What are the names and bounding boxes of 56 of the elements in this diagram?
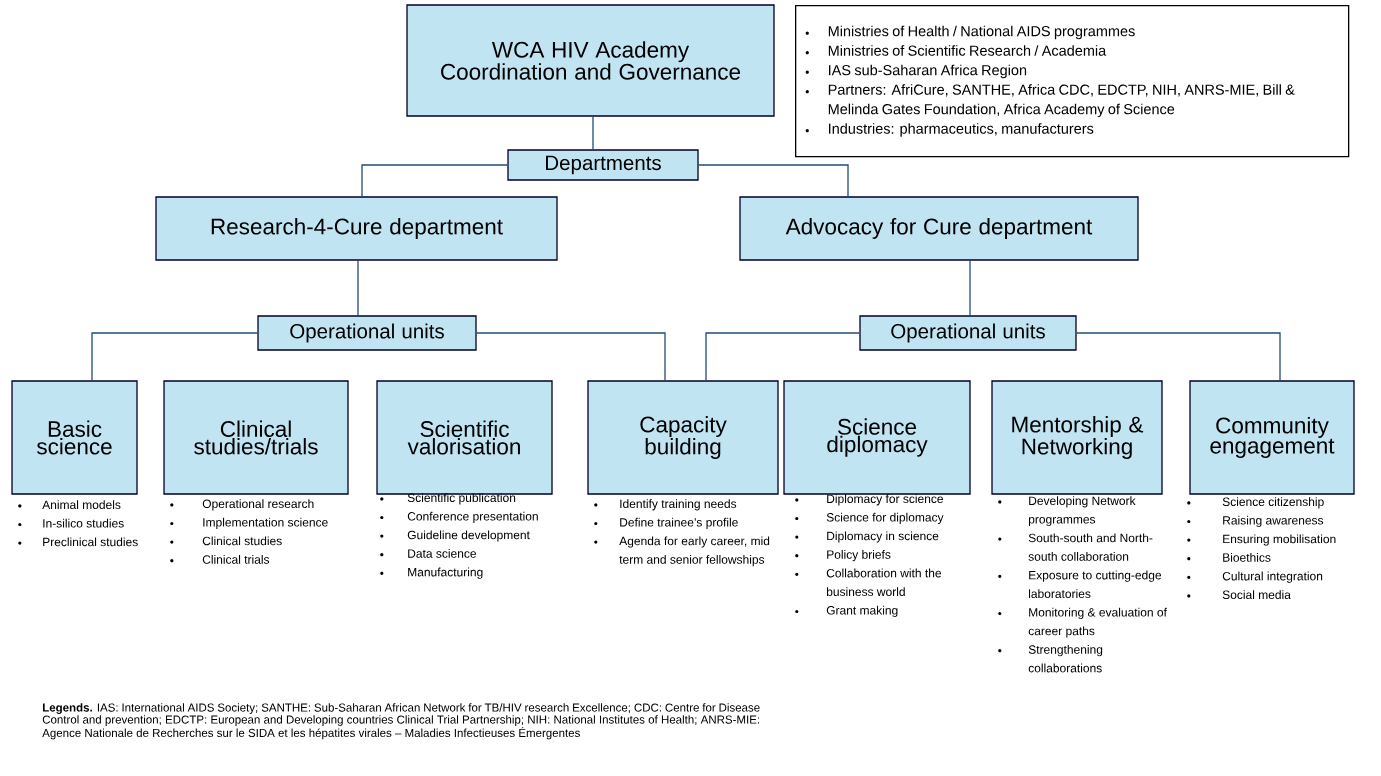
node-label: Grant making [826, 605, 898, 617]
stakeholder-box: Ministries of Health / National AIDS programmes Ministries of Scientific Research / Academia IAS sub-Saharan Africa Region Partners: AfriCure, SANTHE, Africa CDC, EDCTP, NIH, ANRS-MIE, Bill & Melinda Gates Foundation, Africa Academy of Science Industries: pharmaceutics, manufacturers [795, 5, 1350, 158]
org-box: WCA HIV Academy Coordination and Governance [406, 4, 775, 117]
node-label: Clinical trials [202, 555, 270, 564]
node-label: Science for diplomacy [826, 512, 944, 524]
node-label: Policy briefs [827, 550, 891, 562]
node-label: Developing Network programmes [1028, 496, 1136, 526]
node-label: Raising awareness [1223, 515, 1324, 527]
org-box: Advocacy for Cure department [739, 196, 1139, 261]
org-box: Capacity building [587, 380, 779, 495]
node-label: Scientific publication [407, 493, 516, 505]
connector-line [592, 116, 594, 150]
node-label: South-south and North-south collaboration [1028, 533, 1153, 561]
org-box: Science diplomacy [783, 380, 971, 495]
connector-line [91, 332, 258, 381]
org-box: Operational units [859, 315, 1077, 351]
bullet-list: Science citizenship Raising awareness Ensuring mobilisation Bioethics Cultural integration Social media [1187, 497, 1336, 599]
org-box: Departments [507, 149, 699, 181]
connector-line [357, 260, 359, 316]
node-label: Monitoring & evaluation of career paths [1028, 607, 1167, 638]
connector-line [476, 332, 666, 381]
bullet-list: Operational research Implementation science Clinical studies Clinical trials [170, 499, 328, 564]
connector-line [698, 164, 849, 197]
legend-note: Legends. IAS: International AIDS Society; SANTHE: Sub-Saharan African Network for TB/HIV research Excellence; CDC: Centre for Disease Control and prevention; EDCTP: European and Developing countries Clinical Trial Partnership; NIH: National Institutes of Health; ANRS-MIE: Agence Nationale de Recherches sur le SIDA et les hépatites virales – Maladies Infectieuses Émergentes [42, 703, 760, 740]
org-box: Mentorship & Networking [991, 380, 1163, 495]
bullet-list: Diplomacy for science Science for diplomacy Diplomacy in science Policy briefs Collaboration with the business world Grant making [795, 494, 944, 617]
node-label: Clinical studies [202, 536, 282, 546]
org-box: Community engagement [1189, 380, 1355, 495]
node-label: Ensuring mobilisation [1223, 534, 1336, 546]
node-label: Diplomacy in science [827, 531, 939, 543]
node-label: Collaboration with the business world [826, 568, 942, 596]
node-label: Data science [408, 549, 477, 558]
org-box: Clinical studies/trials [163, 380, 349, 495]
connector-line [969, 260, 971, 316]
node-label: Exposure to cutting-edge laboratories [1029, 570, 1162, 598]
node-label: Social media [1222, 590, 1291, 599]
org-box: Basic science [11, 380, 138, 495]
node-label: Bioethics [1223, 553, 1271, 562]
org-box: Research-4-Cure department [155, 196, 558, 261]
node-label: Conference presentation [407, 511, 538, 523]
node-label: Implementation science [203, 517, 328, 529]
node-label: Guideline development [407, 530, 530, 542]
connector-line [361, 164, 508, 197]
connector-line [705, 332, 860, 381]
bullet-list: Scientific publication Conference presentation Guideline development Data science Manufacturing [380, 493, 538, 579]
org-box: Operational units [257, 315, 477, 351]
node-label: Strengthening collaborations [1028, 645, 1103, 673]
connector-line [1076, 332, 1281, 381]
node-label: Cultural integration [1222, 571, 1323, 583]
node-label: Manufacturing [408, 567, 483, 579]
bullet-list: Identify training needs Define trainee’s profile Agenda for early career, mid term and senior fellowships [594, 499, 770, 567]
bullet-list: Developing Network programmes South-south and North-south collaboration Exposure to cutting-edge laboratories Monitoring & evaluation of career paths Strengthening collaborations [998, 496, 1167, 673]
bullet-list: Animal models In-silico studies Preclinical studies [18, 500, 138, 547]
node-label: Science citizenship [1222, 497, 1324, 509]
node-label: Diplomacy for science [827, 494, 944, 506]
node-label: Operational research [202, 499, 314, 511]
